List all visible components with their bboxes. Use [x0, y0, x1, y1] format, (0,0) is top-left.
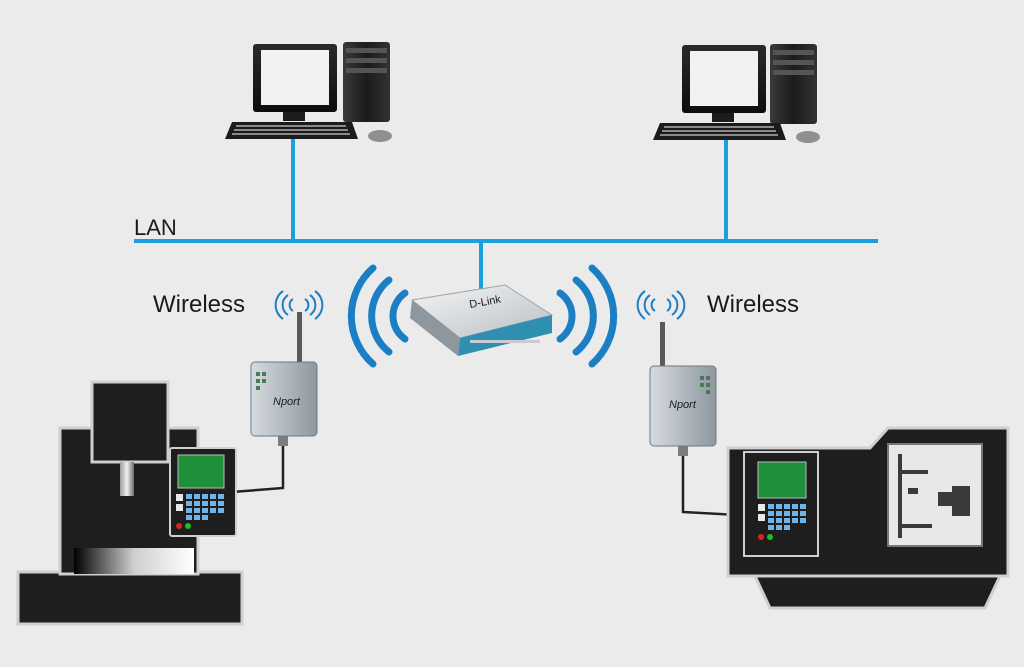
cnc-machine-icon — [726, 426, 1010, 610]
desktop-computer-icon — [225, 42, 392, 142]
router-icon: D-Link — [410, 284, 554, 356]
wifi-signal-icon — [347, 264, 618, 368]
wifi-signal-icon — [274, 290, 324, 320]
lan-label: LAN — [134, 215, 177, 240]
wifi-signal-icon — [636, 290, 686, 320]
router-brand-label: D-Link — [468, 294, 502, 311]
cnc-machine-right — [726, 426, 1010, 610]
wireless-label-right: Wireless — [707, 291, 799, 318]
nport-device-right: Nport — [649, 322, 717, 456]
cnc-machine-left — [16, 380, 244, 626]
wireless-router: D-Link — [410, 284, 554, 356]
desktop-computer-left — [225, 42, 392, 142]
nport-device-icon: Nport — [649, 322, 717, 456]
wireless-label-left: Wireless — [153, 291, 245, 318]
nport-right-label: Nport — [669, 399, 697, 411]
nport-left-label: Nport — [273, 396, 301, 408]
nport-device-icon: Nport — [250, 312, 318, 446]
lan-network-lines — [134, 138, 878, 290]
nport-device-left: Nport — [250, 312, 318, 446]
cnc-machine-icon — [16, 380, 244, 626]
serial-cables — [231, 446, 757, 518]
desktop-computer-right — [653, 44, 820, 143]
desktop-computer-icon — [653, 44, 820, 143]
